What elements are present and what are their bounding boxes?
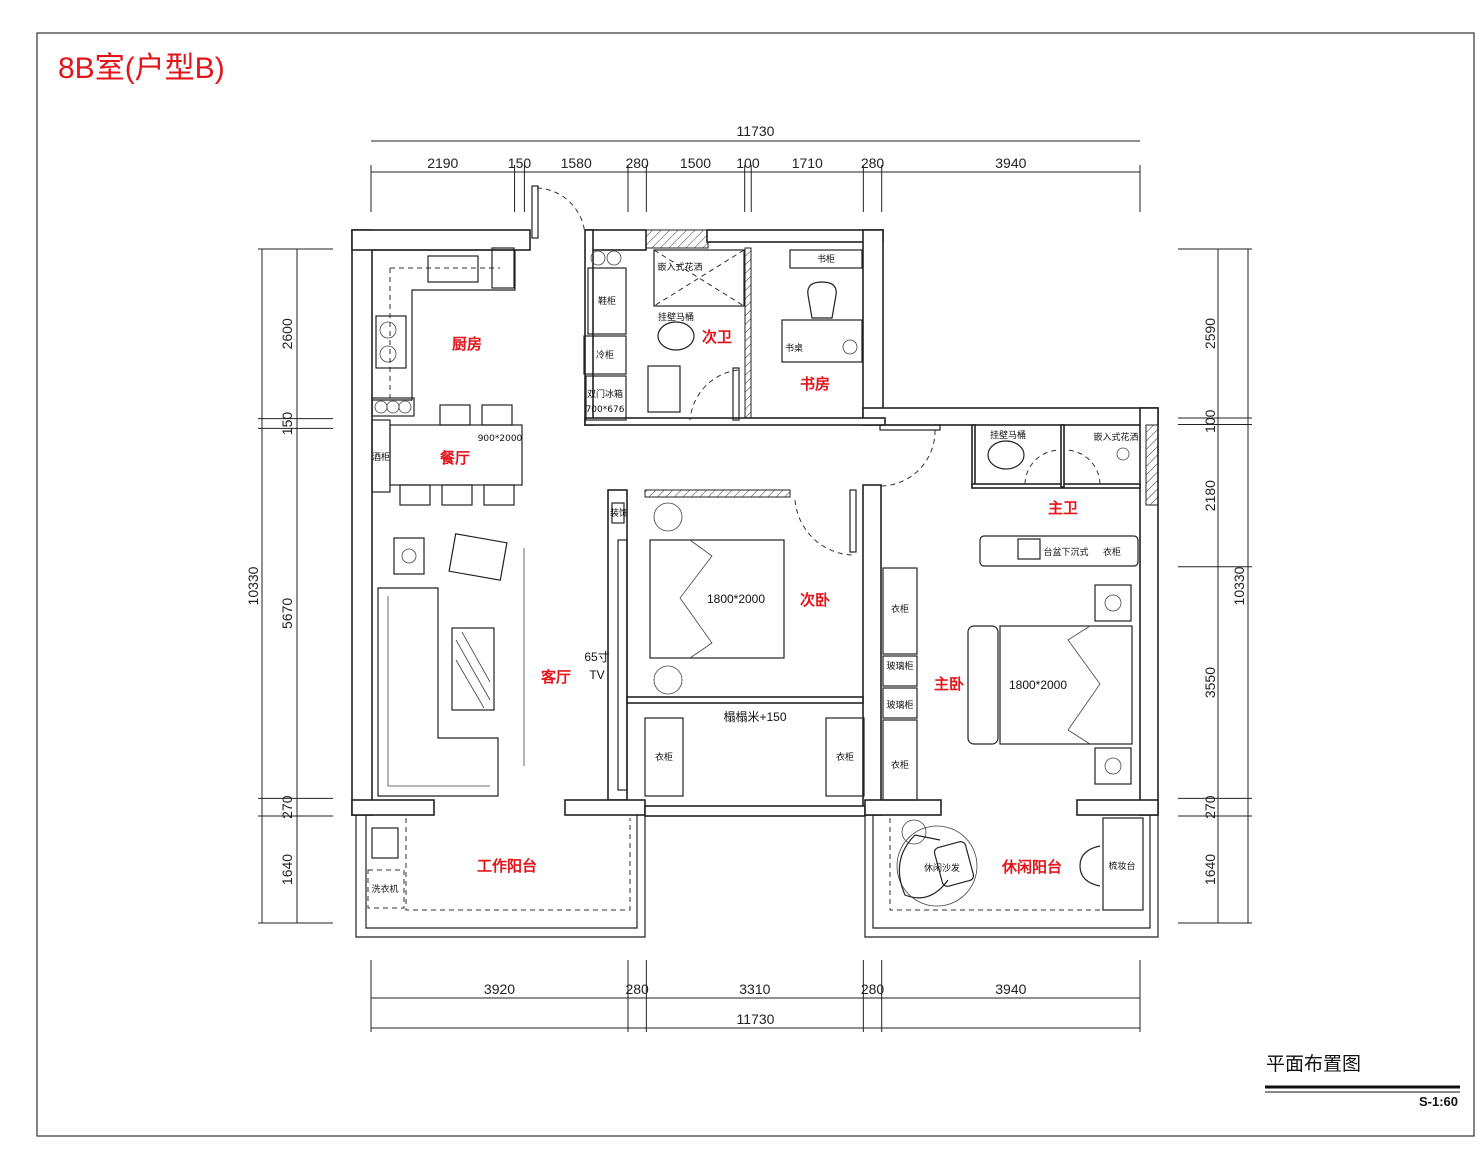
label-glass-cabinet-2: 玻璃柜 — [886, 699, 913, 711]
dim-total-right: 10330 — [1231, 566, 1247, 605]
label-tatami: 榻榻米+150 — [723, 710, 786, 724]
dim-segment-left: 1640 — [279, 854, 295, 885]
dim-segment-top: 100 — [736, 155, 760, 171]
room-master-bath: 主卫 — [1048, 499, 1078, 517]
dim-segment-left: 150 — [279, 412, 295, 436]
label-tall-cabinet: 冷柜 — [596, 349, 614, 361]
dim-segment-left: 5670 — [279, 598, 295, 629]
dim-segment-right: 2590 — [1202, 318, 1218, 349]
label-shower-1: 嵌入式花洒 — [657, 261, 702, 273]
label-washer: 洗衣机 — [371, 883, 398, 895]
dim-segment-top: 2190 — [427, 155, 458, 171]
label-decor: 装饰 — [610, 507, 628, 519]
room-leisure-balcony: 休闲阳台 — [1001, 858, 1062, 876]
dim-total-bottom: 11730 — [737, 1011, 775, 1027]
label-glass-cabinet-1: 玻璃柜 — [886, 660, 913, 672]
room-kitchen: 厨房 — [452, 335, 482, 353]
dim-segment-left: 2600 — [279, 318, 295, 349]
dim-segment-bottom: 280 — [861, 981, 885, 997]
dim-segment-top: 1710 — [792, 155, 823, 171]
dim-segment-bottom: 280 — [625, 981, 649, 997]
label-fridge-size: 700*676 — [586, 405, 625, 415]
walls — [351, 229, 1159, 938]
room-study: 书房 — [800, 375, 830, 393]
plan-title: 8B室(户型B) — [58, 52, 225, 85]
dim-segment-top: 280 — [861, 155, 885, 171]
label-tv: TV — [589, 668, 604, 682]
label-wardrobe-2: 衣柜 — [836, 751, 854, 763]
label-toilet-1: 挂壁马桶 — [658, 311, 694, 323]
dim-segment-right: 1640 — [1202, 854, 1218, 885]
dim-segment-right: 3550 — [1202, 667, 1218, 698]
dim-segment-top: 1500 — [680, 155, 711, 171]
label-wardrobe-3: 衣柜 — [891, 603, 909, 615]
doors — [531, 185, 1101, 556]
room-work-balcony: 工作阳台 — [477, 857, 537, 875]
room-living: 客厅 — [540, 668, 571, 686]
dimension-lines: 11730 2190 150 1580 280 1500 100 1710 280 3940 117… — [245, 123, 1252, 1032]
label-tv-size: 65寸 — [584, 650, 609, 664]
label-bookcase: 书柜 — [817, 253, 835, 265]
label-bed2-size: 1800*2000 — [707, 592, 765, 606]
dim-segment-right: 270 — [1202, 795, 1218, 819]
label-table-size: 900*2000 — [478, 434, 523, 444]
dim-segment-top: 150 — [508, 155, 532, 171]
sheet-frame — [36, 32, 1475, 1137]
dim-segment-top: 3940 — [995, 155, 1026, 171]
label-shower-2: 嵌入式花洒 — [1093, 431, 1138, 443]
drawing-scale: S-1:60 — [1419, 1094, 1458, 1109]
room-master-bedroom: 主卧 — [934, 675, 964, 693]
label-toilet-2: 挂壁马桶 — [990, 429, 1026, 441]
dim-segment-bottom: 3920 — [484, 981, 515, 997]
dim-segment-left: 270 — [279, 795, 295, 819]
room-labels: 厨房 餐厅 客厅 次卫 书房 次卧 主卫 主卧 工作阳台 休闲阳台 — [440, 328, 1078, 876]
dim-segment-top: 280 — [625, 155, 649, 171]
label-dresser: 梳妆台 — [1108, 860, 1135, 872]
label-wardrobe-1: 衣柜 — [655, 751, 673, 763]
dim-segment-right: 2180 — [1202, 480, 1218, 511]
dim-segment-top: 1580 — [561, 155, 592, 171]
dim-segment-bottom: 3310 — [739, 981, 770, 997]
drawing-name: 平面布置图 — [1266, 1053, 1361, 1075]
label-fridge: 双门冰箱 — [587, 388, 623, 400]
annotations: 鞋柜 冷柜 双门冰箱 700*676 嵌入式花洒 挂壁马桶 书柜 书桌 酒柜 9… — [371, 253, 1138, 895]
room-second-bedroom: 次卧 — [800, 591, 830, 609]
dim-segment-right: 100 — [1202, 409, 1218, 433]
label-basin: 台盆下沉式 — [1043, 546, 1088, 558]
dim-total-top: 11730 — [737, 123, 775, 139]
label-wine-cabinet: 酒柜 — [372, 451, 390, 463]
label-bath-cabinet: 衣柜 — [1103, 546, 1121, 558]
room-second-bath: 次卫 — [702, 328, 732, 346]
room-dining: 餐厅 — [440, 449, 470, 467]
label-shoe-cabinet: 鞋柜 — [598, 295, 616, 307]
label-lounge-sofa: 休闲沙发 — [924, 862, 960, 874]
label-bed1-size: 1800*2000 — [1009, 678, 1067, 692]
dim-segment-bottom: 3940 — [995, 981, 1026, 997]
label-desk: 书桌 — [785, 342, 803, 354]
label-wardrobe-4: 衣柜 — [891, 759, 909, 771]
dim-total-left: 10330 — [245, 566, 261, 605]
furniture — [367, 247, 1144, 911]
